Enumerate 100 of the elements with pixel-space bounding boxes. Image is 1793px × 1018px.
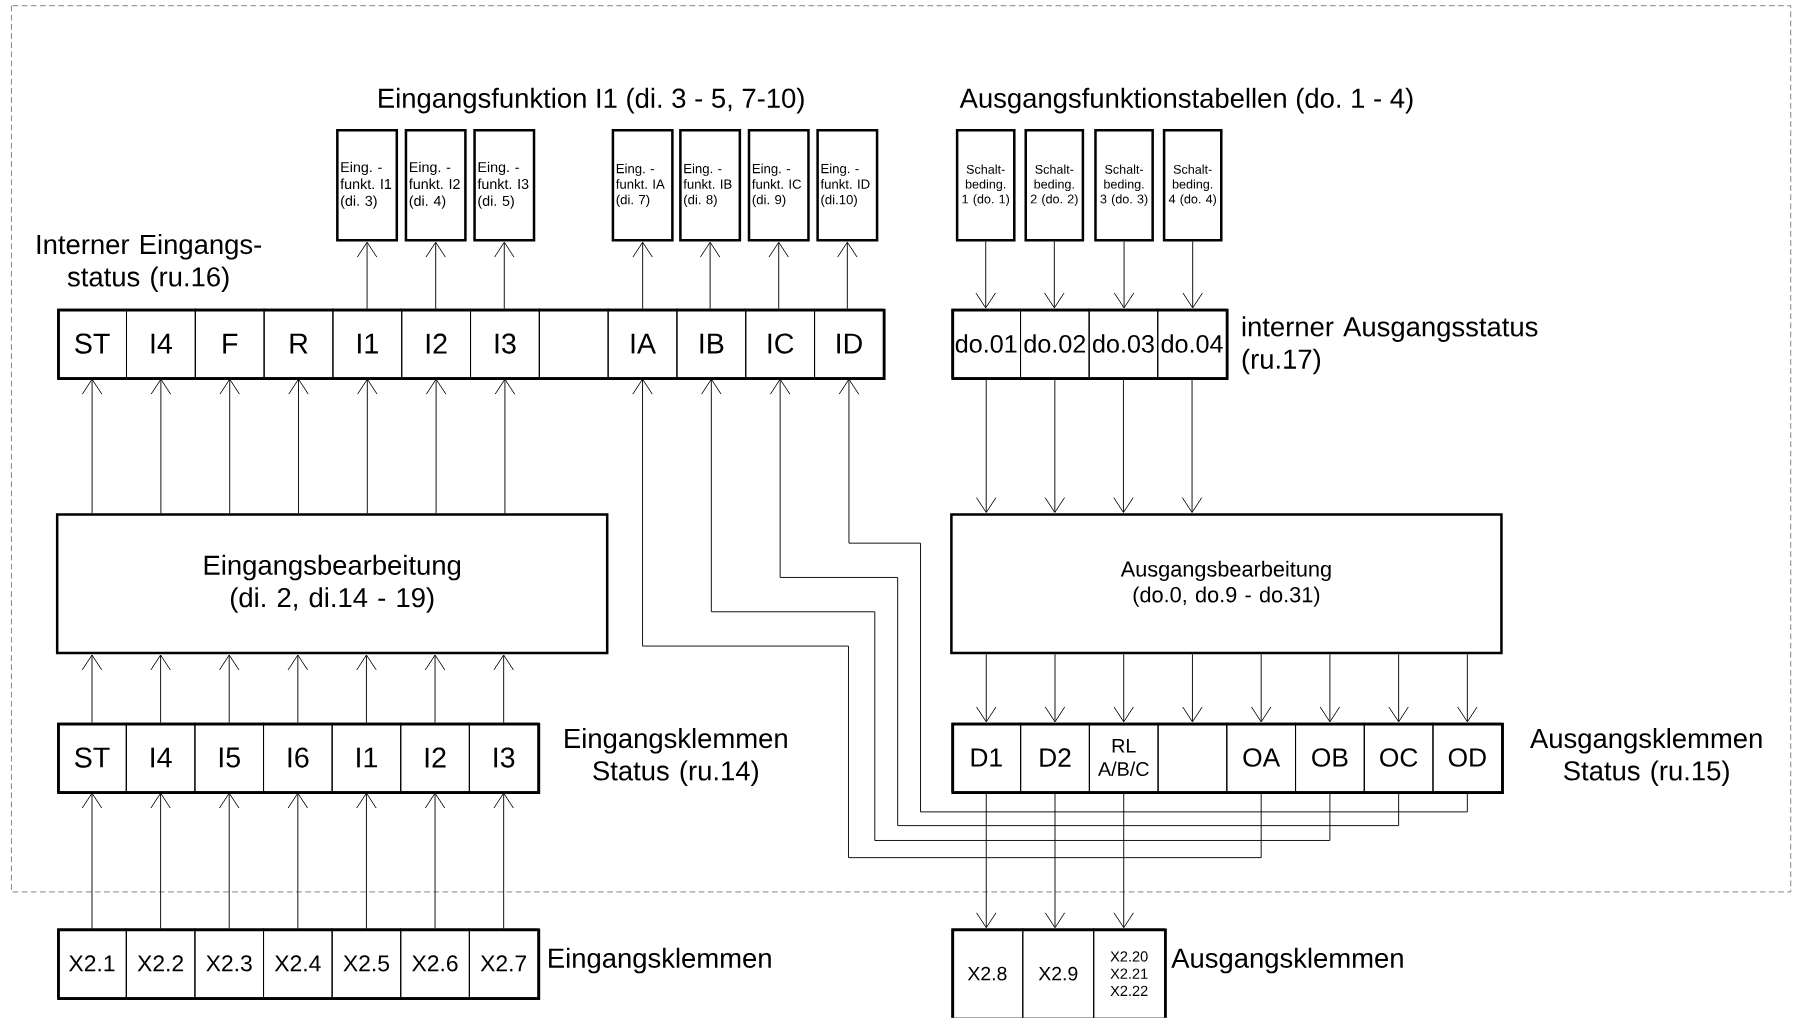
row-heading: interner Ausgangsstatus (ru.17) bbox=[1242, 316, 1538, 375]
arrow bbox=[219, 792, 240, 930]
arrow bbox=[1044, 241, 1065, 309]
function-box: Eing. - funkt. I3 (di. 5) bbox=[473, 129, 536, 242]
row-heading: Ausgangsklemmen bbox=[1171, 947, 1403, 974]
arrow bbox=[837, 241, 858, 310]
status-cell: I6 bbox=[263, 722, 333, 793]
function-box: Eing. - funkt. IA (di. 7) bbox=[611, 129, 674, 242]
arrow bbox=[493, 654, 514, 724]
arrow bbox=[219, 378, 240, 514]
status-cell: ID bbox=[814, 308, 884, 379]
function-box: Eing. - funkt. IC (di. 9) bbox=[747, 129, 810, 242]
arrow bbox=[493, 792, 514, 930]
arrow bbox=[769, 378, 1400, 827]
arrow bbox=[356, 792, 377, 930]
status-cell: I1 bbox=[331, 722, 402, 793]
arrow bbox=[81, 654, 103, 724]
function-box: Eing. - funkt. I1 (di. 3) bbox=[336, 129, 399, 242]
arrow bbox=[150, 792, 171, 930]
row-heading: Eingangsklemmen bbox=[549, 947, 771, 974]
function-box: Eing. - funkt. ID (di.10) bbox=[816, 129, 879, 242]
arrow bbox=[288, 378, 309, 514]
status-cell: ST bbox=[57, 722, 127, 793]
terminal-cell: X2.8 bbox=[951, 928, 1024, 1018]
terminal-cell: X2.20 X2.21 X2.22 bbox=[1093, 928, 1166, 1018]
status-cell bbox=[538, 308, 609, 379]
status-cell: I2 bbox=[400, 722, 470, 793]
arrow bbox=[975, 241, 996, 309]
terminal-cell: X2.6 bbox=[400, 928, 470, 999]
status-cell: I4 bbox=[125, 722, 196, 793]
arrow bbox=[976, 378, 997, 514]
row-heading: Eingangsklemmen Status (ru.14) bbox=[565, 728, 787, 787]
status-cell: OA bbox=[1226, 722, 1297, 793]
arrow bbox=[425, 241, 446, 310]
condition-box: Schalt- beding. 3 (do. 3) bbox=[1094, 129, 1154, 242]
arrow bbox=[838, 378, 1468, 813]
arrow bbox=[287, 792, 308, 930]
arrow bbox=[1181, 378, 1203, 514]
function-box: Eing. - funkt. IB (di. 8) bbox=[679, 129, 742, 242]
status-cell: I1 bbox=[332, 308, 403, 379]
arrow bbox=[632, 241, 653, 310]
status-cell: R bbox=[263, 308, 334, 379]
arrow bbox=[356, 241, 378, 310]
status-cell: do.03 bbox=[1088, 308, 1159, 379]
arrow bbox=[1113, 653, 1134, 723]
terminal-cell: X2.7 bbox=[468, 928, 539, 999]
status-cell: ST bbox=[57, 308, 127, 379]
processing-block: Ausgangsbearbeitung (do.0, do.9 - do.31) bbox=[950, 513, 1503, 655]
status-cell: IC bbox=[745, 308, 816, 379]
status-cell: OC bbox=[1363, 722, 1434, 793]
status-cell: RL A/B/C bbox=[1088, 722, 1159, 793]
status-cell: do.02 bbox=[1020, 308, 1090, 379]
processing-block: Eingangsbearbeitung (di. 2, di.14 - 19) bbox=[55, 513, 609, 655]
arrow bbox=[1457, 653, 1478, 723]
arrow bbox=[425, 378, 447, 514]
terminal-cell: X2.2 bbox=[125, 928, 196, 999]
arrow bbox=[357, 378, 378, 514]
status-cell: I5 bbox=[194, 722, 265, 793]
arrow bbox=[150, 654, 171, 724]
arrow bbox=[424, 792, 446, 930]
group-title: Ausgangsfunktionstabellen (do. 1 - 4) bbox=[959, 87, 1413, 114]
arrow bbox=[424, 654, 446, 724]
status-cell: IB bbox=[676, 308, 747, 379]
terminal-cell: X2.3 bbox=[194, 928, 265, 999]
status-cell: D1 bbox=[951, 722, 1022, 793]
arrow bbox=[1113, 792, 1134, 929]
terminal-cell: X2.4 bbox=[263, 928, 333, 999]
terminal-cell: X2.1 bbox=[57, 928, 127, 999]
row-heading: Ausgangsklemmen Status (ru.15) bbox=[1530, 728, 1762, 787]
arrow bbox=[494, 241, 515, 310]
arrow bbox=[1319, 653, 1341, 723]
terminal-cell: X2.5 bbox=[331, 928, 402, 999]
group-title: Eingangsfunktion I1 (di. 3 - 5, 7-10) bbox=[379, 87, 804, 114]
arrow bbox=[287, 654, 308, 724]
status-cell: do.01 bbox=[951, 308, 1022, 379]
terminal-cell: X2.9 bbox=[1022, 928, 1095, 1018]
arrow bbox=[1182, 653, 1203, 723]
arrow bbox=[1113, 241, 1135, 309]
arrow bbox=[976, 792, 997, 929]
arrow bbox=[81, 792, 103, 930]
condition-box: Schalt- beding. 2 (do. 2) bbox=[1024, 129, 1085, 242]
status-cell: IA bbox=[607, 308, 678, 379]
row-heading: Interner Eingangs- status (ru.16) bbox=[37, 234, 262, 293]
arrow bbox=[632, 378, 1262, 859]
arrow bbox=[1388, 653, 1409, 723]
arrow bbox=[1251, 653, 1272, 723]
status-cell: do.04 bbox=[1157, 308, 1227, 379]
arrow bbox=[1044, 653, 1066, 723]
status-cell: I3 bbox=[468, 722, 539, 793]
status-cell: OB bbox=[1295, 722, 1365, 793]
arrow bbox=[81, 378, 103, 514]
arrow bbox=[1113, 378, 1134, 514]
status-cell: OD bbox=[1432, 722, 1503, 793]
arrow bbox=[701, 378, 1331, 842]
arrow bbox=[1044, 792, 1066, 929]
status-cell: F bbox=[194, 308, 265, 379]
arrow bbox=[150, 378, 172, 514]
arrow bbox=[219, 654, 240, 724]
arrow bbox=[356, 654, 377, 724]
function-box: Eing. - funkt. I2 (di. 4) bbox=[404, 129, 467, 242]
